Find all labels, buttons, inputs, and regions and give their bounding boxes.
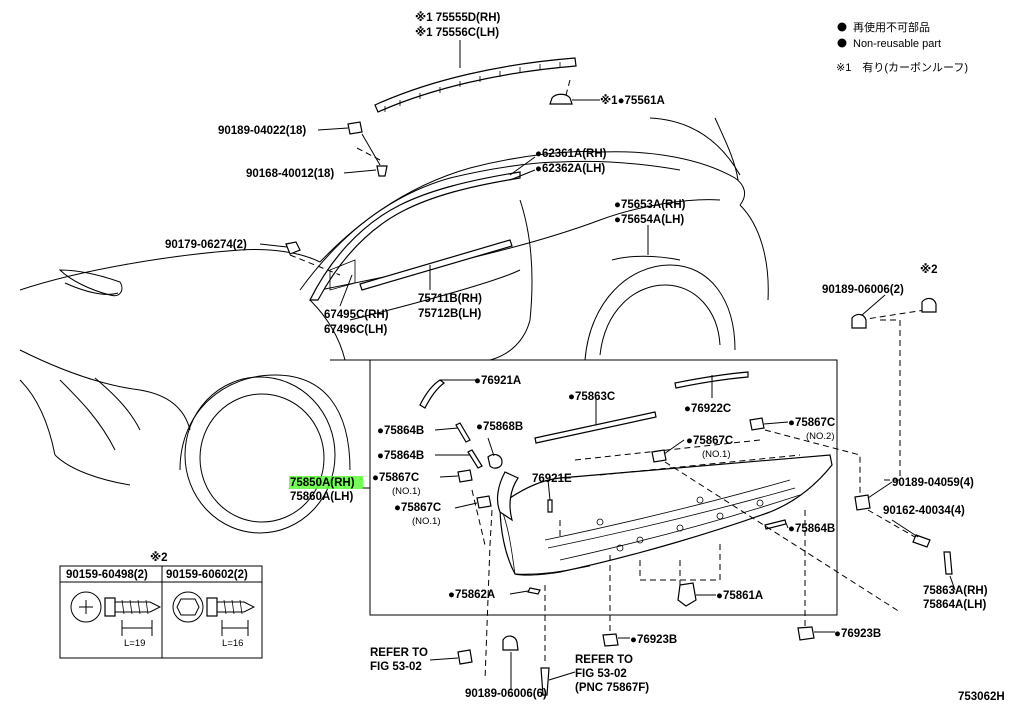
label-76922c: ●76922C — [684, 403, 731, 415]
part-labels: ※1 75555D(RH) ※1 75556C(LH) ※1●75561A 90… — [165, 10, 1005, 703]
legend-note1: ※1 有り(カーボンルーフ) — [836, 60, 968, 74]
diagram-code: 753062H — [958, 691, 1005, 703]
label-75864b-3: ●75864B — [788, 523, 835, 535]
inset-len1: L=19 — [124, 638, 145, 649]
label-62362a: ●62362A(LH) — [535, 163, 605, 175]
dashed-lines-box — [471, 309, 926, 681]
label-75867c-no2: ●75867C — [788, 417, 835, 429]
label-90189-04022: 90189-04022(18) — [218, 125, 306, 137]
label-75867c-no1b: ●75867C — [372, 472, 419, 484]
label-90179-06274: 90179-06274(2) — [165, 239, 247, 251]
label-75864a: 75864A(LH) — [923, 599, 986, 611]
inset-mark: ※2 — [150, 550, 168, 564]
label-76923b-2: ●76923B — [834, 628, 881, 640]
label-90189-04059: 90189-04059(4) — [892, 477, 974, 489]
label-refer2-c: (PNC 75867F) — [575, 682, 649, 694]
legend-bullet-2 — [837, 38, 847, 48]
label-75712b: 75712B(LH) — [418, 308, 481, 320]
label-75863a: 75863A(RH) — [923, 585, 988, 597]
label-90189-06006-6: 90189-06006(6) — [465, 688, 547, 700]
label-90162-40034: 90162-40034(4) — [883, 505, 965, 517]
legend-non-reusable-jp: 再使用不可部品 — [853, 20, 930, 34]
label-76921a: ●76921A — [474, 375, 521, 387]
label-75863c: ●75863C — [568, 391, 615, 403]
label-75861a: ●75861A — [716, 590, 763, 602]
label-75864b-1: ●75864B — [377, 425, 424, 437]
label-75867c-no1c: ●75867C — [394, 502, 441, 514]
leader-lines-box — [362, 421, 789, 596]
legend-non-reusable-en: Non-reusable part — [853, 38, 941, 50]
label-no1c: (NO.1) — [412, 516, 441, 527]
upper-clips — [285, 93, 573, 255]
label-75653a: ●75653A(RH) — [614, 199, 686, 211]
leader-lines-upper — [259, 99, 649, 307]
label-75850a-highlighted: 75850A(RH) — [290, 477, 355, 489]
highlight-75850a — [289, 476, 363, 489]
label-90189-06006-2: 90189-06006(2) — [822, 284, 904, 296]
label-refer2-b: FIG 53-02 — [575, 668, 627, 680]
car-outline — [19, 117, 769, 534]
label-67496c: 67496C(LH) — [324, 324, 387, 336]
dashed-lines-upper — [289, 79, 571, 276]
label-no1b: (NO.1) — [392, 486, 421, 497]
label-75862a: ●75862A — [448, 589, 495, 601]
label-refer1-a: REFER TO — [370, 647, 428, 659]
bottom-parts — [429, 626, 835, 696]
label-refer1-b: FIG 53-02 — [370, 661, 422, 673]
label-75711b: 75711B(RH) — [418, 293, 482, 305]
label-62361a: ●62361A(RH) — [535, 148, 607, 160]
label-mark2-top: ※2 — [920, 262, 938, 276]
label-75654a: ●75654A(LH) — [614, 214, 684, 226]
label-no1a: (NO.1) — [702, 449, 731, 460]
label-76923b-1: ●76923B — [630, 634, 677, 646]
label-refer2-a: REFER TO — [575, 654, 633, 666]
right-side-parts — [851, 294, 956, 591]
label-75867c-no1a: ●75867C — [686, 435, 733, 447]
label-75556c: ※1 75556C(LH) — [415, 25, 499, 39]
label-90168-40012: 90168-40012(18) — [246, 168, 334, 180]
roof-moulding — [374, 40, 577, 113]
inset-len2: L=16 — [222, 638, 243, 649]
label-76921e: 76921E — [532, 473, 572, 485]
rocker-parts — [419, 371, 833, 607]
label-67495c: 67495C(RH) — [324, 309, 389, 321]
legend-bullet-1 — [837, 22, 847, 32]
label-75864b-2: ●75864B — [377, 450, 424, 462]
label-75555d: ※1 75555D(RH) — [415, 10, 500, 24]
screw-inset: ※2 90159-60498(2) 90159-60602(2) L=19 L=… — [59, 550, 263, 659]
inset-col1: 90159-60498(2) — [66, 569, 148, 581]
label-75561a: ※1●75561A — [600, 93, 665, 107]
label-no2: (NO.2) — [806, 431, 835, 442]
inset-col2: 90159-60602(2) — [166, 569, 248, 581]
legend: 再使用不可部品 Non-reusable part ※1 有り(カーボンルーフ) — [836, 20, 968, 74]
label-75868b: ●75868B — [476, 421, 523, 433]
label-75860a: 75860A(LH) — [290, 491, 353, 503]
